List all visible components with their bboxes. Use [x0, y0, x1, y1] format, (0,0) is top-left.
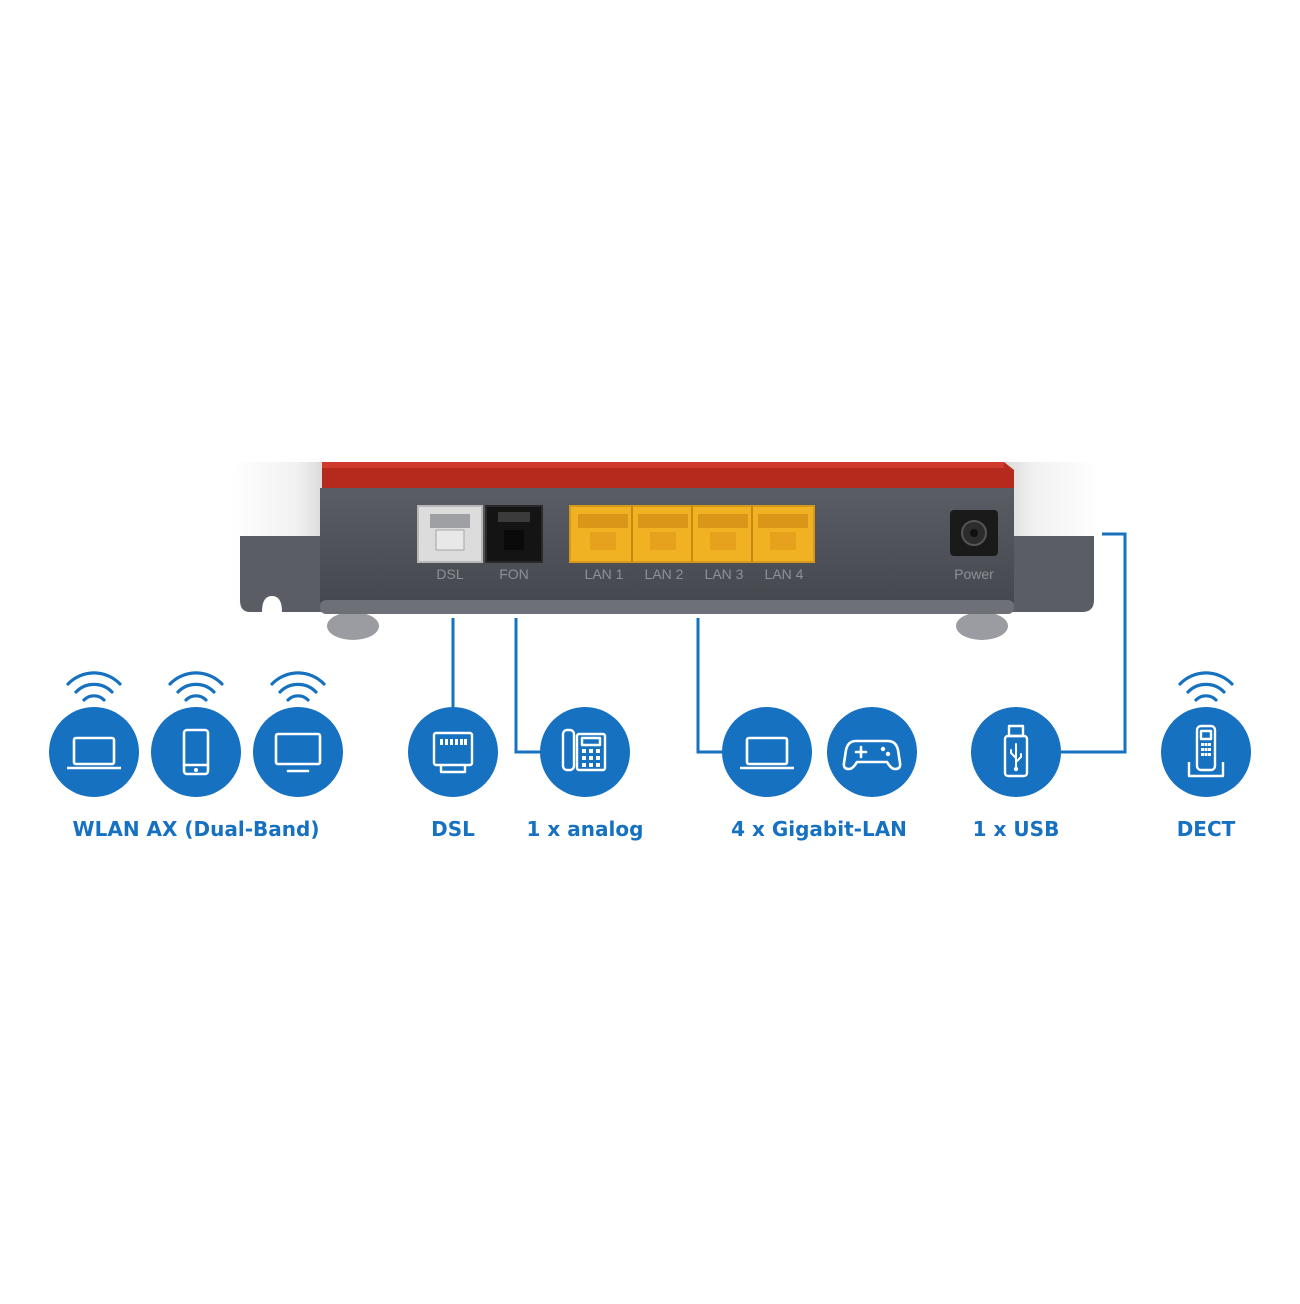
wifi-signal-icon: [66, 671, 122, 702]
wifi-signal-icon: [168, 671, 224, 702]
router-right-cap-bottom: [1004, 536, 1094, 612]
gamepad-icon: [827, 707, 917, 797]
feature-icons: [49, 707, 1251, 797]
power-jack: [950, 510, 998, 556]
wifi-signal-icon: [1178, 671, 1234, 702]
fon-port: [485, 505, 543, 563]
dect-handset-icon: [1161, 707, 1251, 797]
connector-usb: [1061, 532, 1127, 754]
router-foot-left: [327, 612, 379, 640]
router-left-notch: [262, 596, 282, 612]
router: DSL FON LAN 1 LAN 2 LAN 3 LAN 4 Power: [232, 462, 1100, 640]
feature-label-dect: DECT: [1176, 817, 1236, 841]
port-label-fon: FON: [499, 566, 529, 582]
port-label-lan2: LAN 2: [645, 566, 684, 582]
desk-phone-icon: [540, 707, 630, 797]
laptop-icon: [722, 707, 812, 797]
dsl-port: [417, 505, 483, 563]
router-foot-right: [956, 612, 1008, 640]
port-label-lan1: LAN 1: [585, 566, 624, 582]
smartphone-icon: [151, 707, 241, 797]
connector-lan: [696, 618, 722, 754]
port-label-power: Power: [954, 566, 994, 582]
feature-label-wlan: WLAN AX (Dual-Band): [72, 817, 320, 841]
connector-fon: [514, 618, 541, 754]
ethernet-port-icon: [408, 707, 498, 797]
feature-label-usb: 1 x USB: [972, 817, 1060, 841]
wifi-signal-icon: [270, 671, 326, 702]
port-label-lan3: LAN 3: [705, 566, 744, 582]
laptop-icon: [49, 707, 139, 797]
lan-ports: [569, 505, 815, 563]
feature-label-analog: 1 x analog: [526, 817, 644, 841]
usb-stick-icon: [971, 707, 1061, 797]
port-label-dsl: DSL: [436, 566, 463, 582]
feature-label-dsl: DSL: [431, 817, 475, 841]
router-left-cap-bottom: [240, 536, 325, 612]
monitor-icon: [253, 707, 343, 797]
feature-label-lan: 4 x Gigabit-LAN: [731, 817, 907, 841]
connector-lines: [451, 532, 1127, 754]
port-label-lan4: LAN 4: [765, 566, 804, 582]
